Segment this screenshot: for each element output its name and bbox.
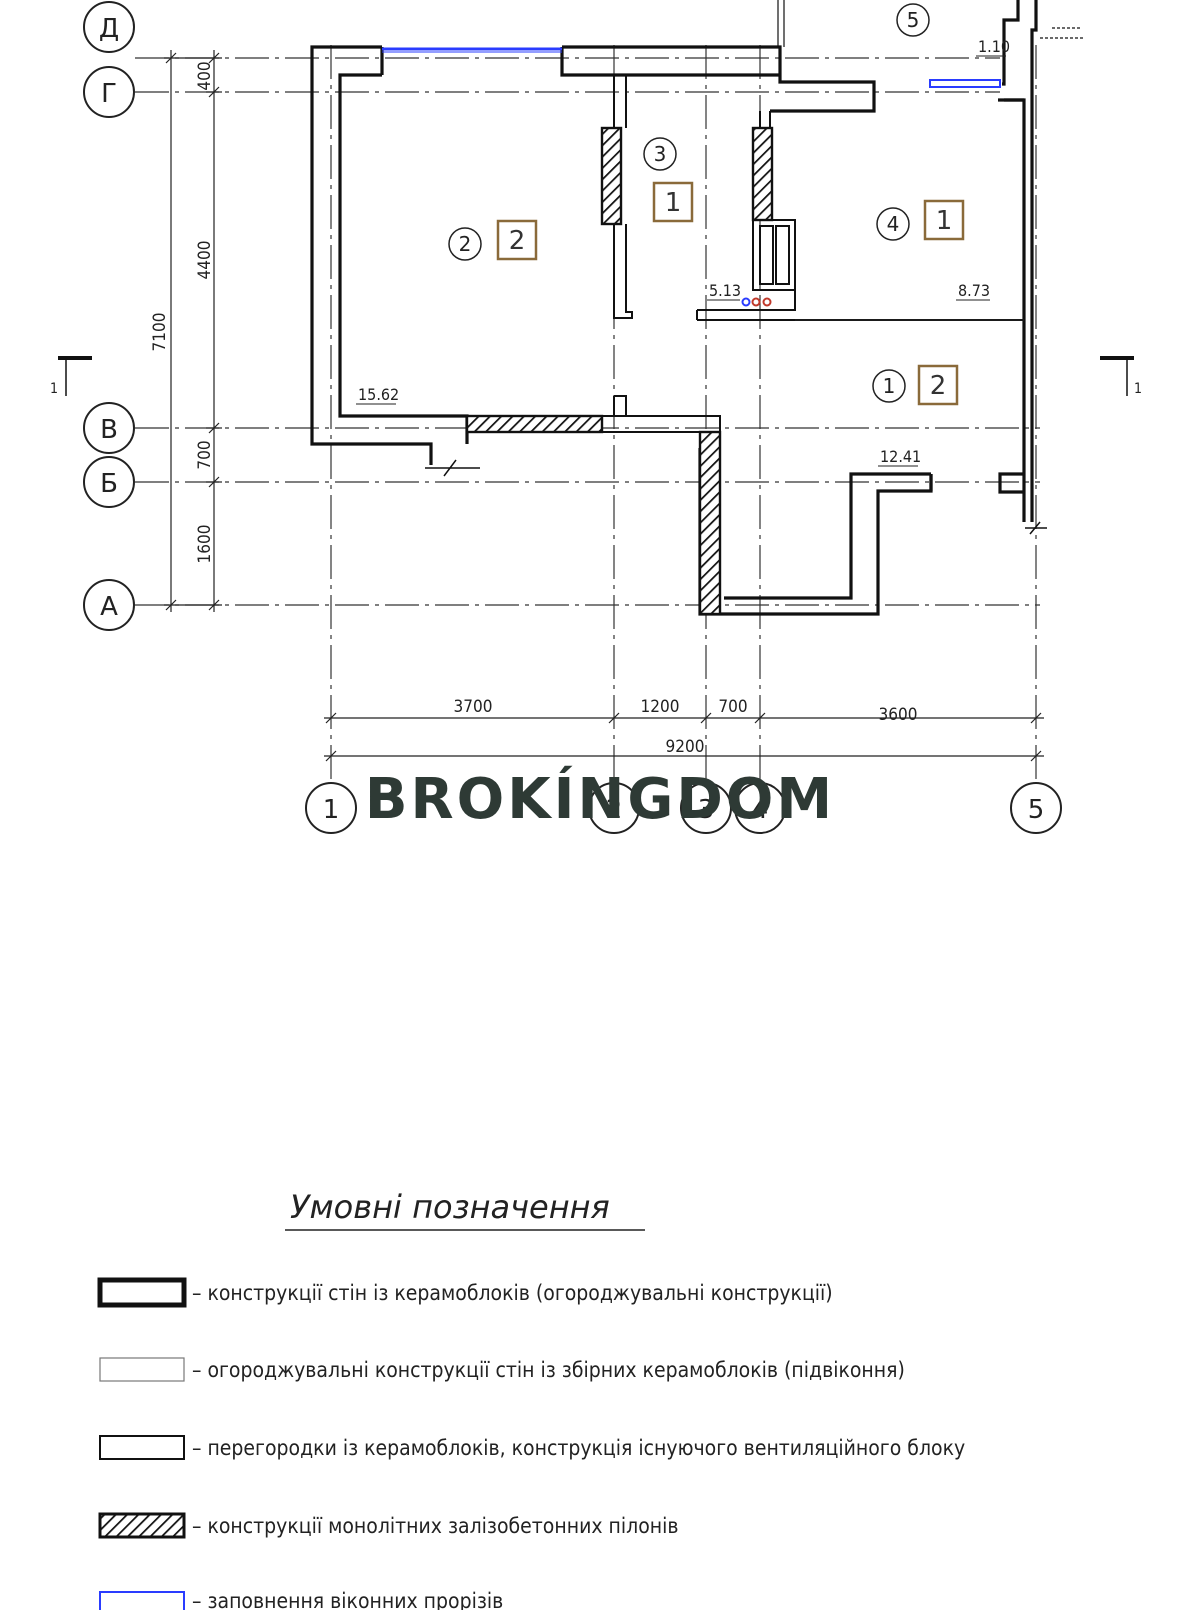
area-room-3: 5.13	[709, 281, 741, 300]
svg-text:А: А	[100, 592, 118, 622]
area-room-5: 1.10	[978, 37, 1010, 56]
dim-7100: 7100	[150, 313, 170, 352]
svg-text:5: 5	[1028, 795, 1045, 825]
area-room-1: 12.41	[880, 447, 921, 466]
utility-risers-icon	[741, 297, 772, 307]
svg-text:2: 2	[509, 226, 526, 256]
axis-bubble-5: 5	[1010, 782, 1062, 834]
concrete-pylons	[465, 126, 774, 616]
dim-1200: 1200	[641, 697, 680, 717]
svg-text:4: 4	[752, 795, 769, 825]
axis-bubble-А: А	[83, 579, 135, 631]
legend-item-2: – огороджувальні конструкції стін із збі…	[192, 1358, 905, 1382]
section-label-right: 1	[1134, 381, 1142, 397]
room-label-3: 3 1	[643, 137, 694, 223]
section-mark-right	[1100, 356, 1134, 396]
legend-title: Умовні позначення	[290, 1188, 610, 1226]
svg-text:2: 2	[930, 371, 947, 401]
room-label-1: 1 2	[872, 364, 959, 406]
svg-text:Б: Б	[100, 469, 118, 499]
dim-700-horizontal: 700	[718, 697, 747, 717]
axis-bubble-Д: Д	[83, 1, 135, 53]
svg-text:1: 1	[883, 374, 896, 398]
dim-400: 400	[195, 61, 215, 90]
axis-lines-horizontal	[135, 57, 1040, 606]
svg-text:Г: Г	[101, 79, 117, 109]
svg-text:2: 2	[606, 795, 623, 825]
room-label-5: 5	[896, 3, 930, 37]
svg-text:1: 1	[936, 206, 953, 236]
axis-bubble-Б: Б	[83, 456, 135, 508]
legend-item-5: – заповнення віконних прорізів	[192, 1589, 503, 1610]
legend-swatch-exterior-wall	[97, 1277, 187, 1308]
svg-text:5: 5	[907, 8, 920, 32]
axis-bubble-В: В	[83, 402, 135, 454]
window-openings	[382, 47, 1001, 88]
top-right-detail	[777, 0, 1084, 47]
area-room-2: 15.62	[358, 385, 399, 404]
dim-700-vertical: 700	[195, 440, 215, 469]
axis-bubble-Г: Г	[83, 66, 135, 118]
partitions	[601, 75, 1024, 433]
area-room-4: 8.73	[958, 281, 990, 300]
axis-bubble-2: 2	[588, 782, 640, 834]
axis-bubble-4: 4	[734, 782, 786, 834]
legend-item-3: – перегородки із керамоблоків, конструкц…	[192, 1436, 965, 1460]
dim-3700: 3700	[454, 697, 493, 717]
legend-swatch-partition	[99, 1435, 185, 1460]
legend-swatch-pylon	[98, 1512, 186, 1539]
vertical-dimensions	[164, 50, 222, 612]
svg-text:В: В	[100, 415, 118, 445]
brokingdom-watermark: BROKÍNGDOM	[365, 766, 835, 832]
room-label-2: 2 2	[448, 219, 538, 261]
dim-3600: 3600	[879, 705, 918, 725]
svg-text:2: 2	[459, 232, 472, 256]
svg-text:1: 1	[665, 188, 682, 218]
legend-swatch-window	[99, 1591, 185, 1610]
section-label-left: 1	[50, 381, 58, 397]
svg-text:Д: Д	[99, 14, 119, 44]
svg-text:4: 4	[887, 212, 900, 236]
horizontal-dimensions	[324, 712, 1044, 762]
break-line-mark	[425, 459, 1047, 535]
legend-swatch-sill-wall	[99, 1357, 185, 1382]
legend-item-1: – конструкції стін із керамоблоків (огор…	[192, 1281, 833, 1305]
axis-bubble-1: 1	[305, 782, 357, 834]
dim-1600: 1600	[195, 525, 215, 564]
room-label-4: 4 1	[876, 199, 965, 241]
section-mark-left	[58, 356, 92, 396]
axis-bubble-3: 3	[680, 782, 732, 834]
svg-text:1: 1	[323, 795, 340, 825]
svg-text:3: 3	[654, 142, 667, 166]
dim-4400: 4400	[195, 241, 215, 280]
dim-9200: 9200	[666, 737, 705, 757]
legend-item-4: – конструкції монолітних залізобетонних …	[192, 1514, 679, 1538]
svg-text:3: 3	[698, 795, 715, 825]
